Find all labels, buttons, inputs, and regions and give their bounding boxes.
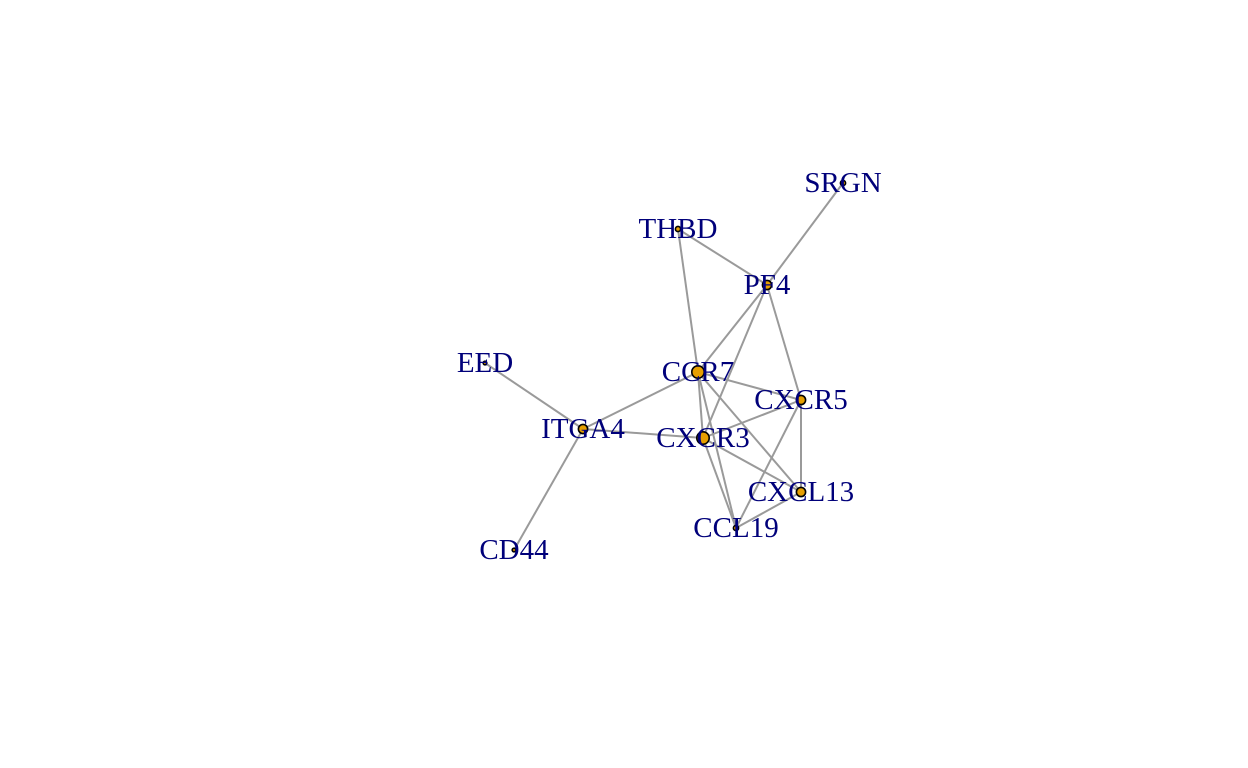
node-label-ccl19: CCL19 <box>693 512 778 544</box>
node-srgn <box>839 179 847 187</box>
edge-pf4-cxcr5 <box>766 284 802 401</box>
node-cxcr5 <box>795 394 807 406</box>
node-ccr7 <box>690 364 705 379</box>
node-label-cd44: CD44 <box>479 534 549 566</box>
nodes-layer <box>482 179 847 553</box>
edge-ccr7-ccl19 <box>697 371 737 529</box>
edge-cxcl13-ccl19 <box>735 491 802 529</box>
node-cxcl13 <box>795 486 807 498</box>
edge-pf4-ccr7 <box>697 284 768 373</box>
node-label-itga4: ITGA4 <box>541 413 625 445</box>
node-cxcr3 <box>695 430 710 445</box>
edge-ccr7-cxcl13 <box>697 371 802 493</box>
node-label-cxcl13: CXCL13 <box>748 476 854 508</box>
node-label-srgn: SRGN <box>804 167 881 199</box>
edge-cxcr5-cxcr3 <box>702 399 802 439</box>
edge-itga4-cd44 <box>513 428 584 551</box>
edge-pf4-cxcr3 <box>702 284 768 439</box>
edge-cxcr5-ccl19 <box>735 399 802 529</box>
node-thbd <box>674 225 682 233</box>
node-eed <box>482 360 488 366</box>
node-ccl19 <box>732 524 740 532</box>
edge-thbd-ccr7 <box>677 228 699 373</box>
edge-srgn-pf4 <box>766 182 844 286</box>
node-label-pf4: PF4 <box>744 269 791 301</box>
edge-ccr7-cxcr5 <box>697 371 802 401</box>
edge-itga4-cxcr3 <box>582 428 704 439</box>
node-label-eed: EED <box>457 347 513 379</box>
edge-ccr7-cxcr3 <box>697 371 704 439</box>
edges-layer <box>484 182 844 551</box>
node-pf4 <box>761 279 773 291</box>
node-itga4 <box>577 423 589 435</box>
edge-itga4-ccr7 <box>582 371 699 430</box>
edge-thbd-pf4 <box>677 228 768 286</box>
edge-cxcr3-cxcl13 <box>702 437 802 493</box>
edge-cxcr3-ccl19 <box>702 437 737 529</box>
node-label-thbd: THBD <box>639 213 718 245</box>
node-label-cxcr3: CXCR3 <box>656 422 749 454</box>
node-cd44 <box>511 547 517 553</box>
node-label-ccr7: CCR7 <box>662 356 735 388</box>
node-label-cxcr5: CXCR5 <box>754 384 847 416</box>
edge-eed-itga4 <box>484 362 584 430</box>
